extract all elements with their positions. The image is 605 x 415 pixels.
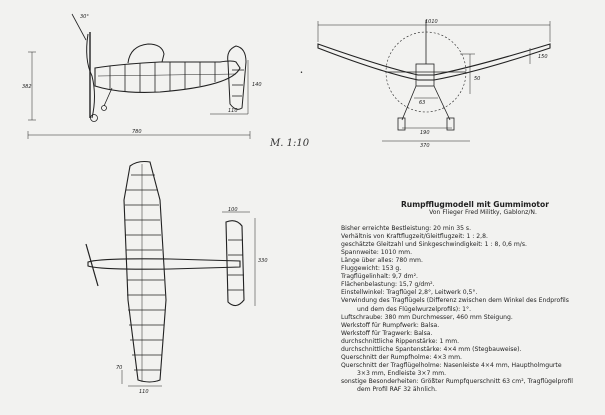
front-dihedral-label: 50 (474, 76, 480, 82)
spec-line: Querschnitt der Rumpfholme: 4×3 mm. (341, 353, 462, 361)
spec-line: Flächenbelastung: 15,7 g/dm². (341, 281, 435, 289)
mark: • (300, 70, 303, 76)
spec-line: durchschnittliche Rippenstärke: 1 mm. (341, 337, 460, 345)
spec-line: Einstellwinkel: Tragflügel 2,8°, Leitwer… (341, 289, 478, 297)
spec-line: Luftschraube: 380 mm Durchmesser, 460 mm… (341, 313, 513, 321)
spec-line: und dem des Flügelwurzelprofils): 1°. (357, 305, 472, 313)
drawing-author: Von Flieger Fred Militky, Gablonz/N. (429, 209, 537, 216)
spec-line: sonstige Besonderheiten: Größter Rumpfqu… (341, 377, 573, 385)
spec-line: Werkstoff für Tragwerk: Balsa. (341, 329, 433, 337)
front-w1-label: 190 (420, 130, 430, 136)
side-height-label: 382 (22, 84, 32, 90)
side-tail-height-label: 140 (252, 82, 262, 88)
top-tip1-label: 70 (116, 365, 122, 371)
spec-line: Tragflügelinhalt: 9,7 dm². (341, 273, 418, 281)
side-tail-label: 110 (228, 108, 238, 114)
front-inner-label: 63 (419, 100, 425, 106)
spec-line: Bisher erreichte Bestleistung: 20 min 35… (341, 225, 472, 233)
spec-line: Länge über alles: 780 mm. (341, 257, 423, 265)
front-view (317, 20, 551, 142)
spec-block: Rumpfflugmodell mit Gummimotor Von Flieg… (341, 200, 603, 394)
front-height-label: 150 (538, 54, 548, 60)
spec-line: Fluggewicht: 153 g. (341, 265, 402, 273)
scale-label: M. 1:10 (269, 138, 310, 149)
drawing-title: Rumpfflugmodell mit Gummimotor (400, 200, 550, 209)
top-view (85, 160, 256, 387)
front-w2-label: 370 (420, 143, 430, 149)
top-tail-width-label: 100 (228, 207, 238, 213)
front-span-label: 1010 (425, 19, 438, 25)
spec-line: Verhältnis von Kraftflugzeit/Gleitflugze… (341, 233, 488, 241)
side-view (27, 13, 251, 139)
side-length-label: 780 (132, 129, 142, 135)
side-angle-label: 30° (80, 14, 89, 20)
top-tip2-label: 110 (139, 389, 149, 395)
spec-line: Werkstoff für Rumpfwerk: Balsa. (341, 321, 440, 329)
spec-line: Querschnitt der Tragflügelholme: Nasenle… (341, 361, 562, 369)
spec-line: dem Profil RAF 32 ähnlich. (357, 385, 437, 393)
spec-line: durchschnittliche Spantenstärke: 4×4 mm … (341, 345, 522, 353)
spec-line: Verwindung des Tragflügels (Differenz zw… (341, 297, 569, 305)
top-tail-length-label: 330 (258, 258, 268, 264)
spec-line: geschätzte Gleitzahl und Sinkgeschwindig… (341, 241, 527, 249)
spec-line: Spannweite: 1010 mm. (341, 249, 413, 257)
spec-line: 3×3 mm, Endleiste 3×7 mm. (357, 369, 447, 377)
